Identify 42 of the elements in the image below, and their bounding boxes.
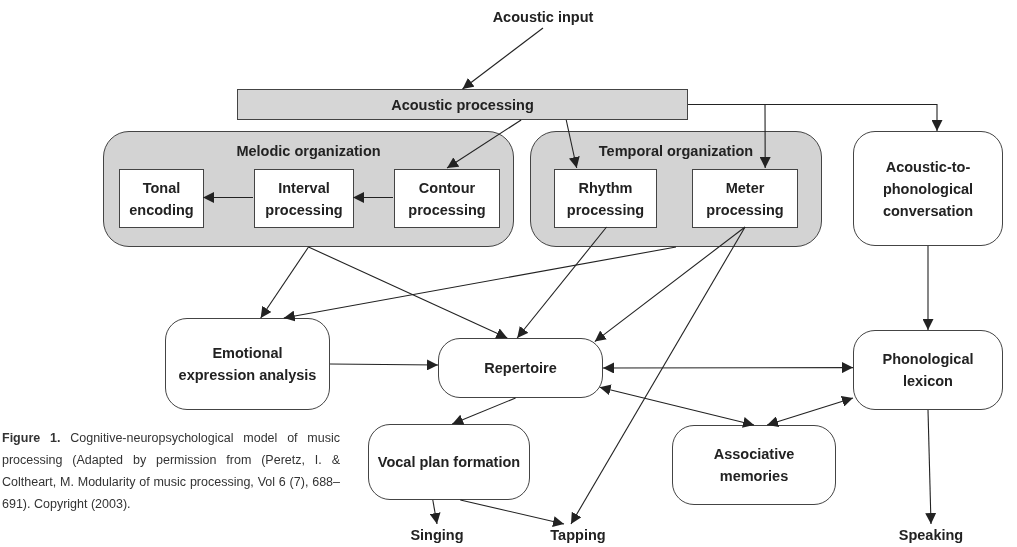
arrow [570, 226, 746, 525]
figure-caption: Figure 1. Cognitive-neuropsychological model of music processing (Adapted by permission from (Peretz, I. & Coltheart, M. Modularity of music processing, Vol 6 (7), 688–691). Copyright (2003). [2, 430, 340, 513]
process-box: Tonal encoding [119, 169, 204, 228]
process-box: Phonological lexicon [853, 330, 1003, 410]
process-box: Rhythm processing [554, 169, 657, 228]
process-box: Interval processing [254, 169, 354, 228]
arrow [260, 246, 310, 319]
input-label: Acoustic input [488, 6, 598, 28]
arrow [451, 397, 517, 425]
arrow [687, 103, 943, 132]
arrow [307, 246, 508, 339]
process-box: Vocal plan formation [368, 424, 530, 500]
arrow [925, 409, 937, 525]
process-box: Acoustic-to-phonological conversation [853, 131, 1003, 246]
arrow [283, 246, 677, 322]
process-box: Emotional expression analysis [165, 318, 330, 410]
arrow [516, 226, 608, 339]
process-box: Contour processing [394, 169, 500, 228]
arrow [446, 119, 522, 169]
process-box: Associative memories [672, 425, 836, 505]
arrow [565, 119, 580, 169]
arrow [602, 362, 854, 374]
group-title: Temporal organization [597, 142, 755, 161]
arrow [459, 499, 565, 527]
arrow [329, 359, 439, 371]
process-bar: Acoustic processing [237, 89, 688, 120]
arrow [202, 192, 254, 203]
arrow [599, 384, 755, 428]
group-panel [530, 131, 822, 247]
output-label: Singing [405, 524, 469, 545]
arrow [461, 27, 544, 90]
output-label: Tapping [543, 524, 613, 545]
arrow [766, 396, 854, 427]
arrow [352, 192, 394, 203]
process-box: Meter processing [692, 169, 798, 228]
process-box: Repertoire [438, 338, 603, 398]
output-label: Speaking [896, 524, 966, 545]
arrow [922, 245, 934, 331]
group-title: Melodic organization [235, 142, 382, 161]
group-panel [103, 131, 514, 247]
arrow [429, 499, 441, 525]
arrow [594, 226, 746, 343]
